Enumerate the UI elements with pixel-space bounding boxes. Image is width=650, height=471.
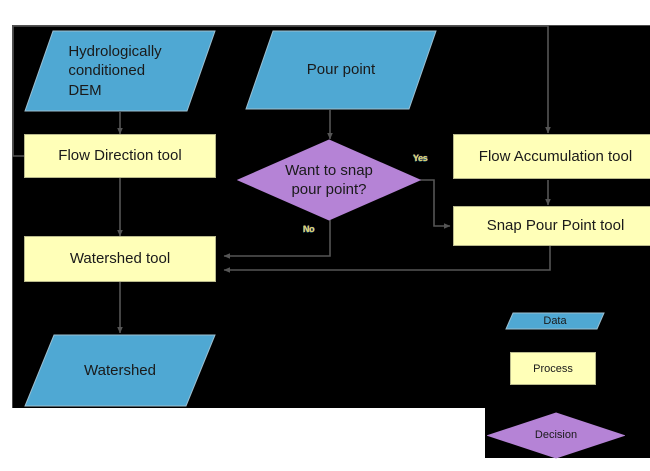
- node-label: Flow Accumulation tool: [478, 147, 633, 165]
- node-label: Watershed: [84, 361, 156, 379]
- edge-left-rail-to-flowdirection: [12, 26, 24, 157]
- legend-label-decision: Decision: [534, 429, 578, 442]
- node-flow-accumulation-tool[interactable]: Flow Accumulation tool: [453, 134, 650, 179]
- node-snap-pour-point-tool[interactable]: Snap Pour Point tool: [453, 206, 650, 246]
- legend-item-decision: Decision: [487, 412, 625, 459]
- edge-top-rail-to-flowaccumulation: [13, 25, 551, 134]
- legend-item-data: Data: [505, 312, 605, 330]
- legend-item-process: Process: [510, 352, 596, 385]
- node-flow-direction-tool[interactable]: Flow Direction tool: [24, 134, 216, 178]
- node-label: Pour point: [306, 61, 376, 79]
- node-label: Watershed tool: [69, 250, 171, 268]
- node-label: Snap Pour Point tool: [486, 217, 625, 235]
- edge-decision-yes-to-snappourpoint: [420, 179, 451, 229]
- edge-label-no: No: [303, 224, 315, 234]
- node-hydrologically-conditioned-dem[interactable]: Hydrologically conditioned DEM: [24, 30, 216, 112]
- legend-label-data: Data: [543, 315, 567, 327]
- node-label: Want to snap pour point?: [285, 161, 373, 199]
- node-want-to-snap-pour-point[interactable]: Want to snap pour point?: [237, 139, 421, 221]
- node-watershed[interactable]: Watershed: [24, 334, 216, 407]
- edge-snappourpoint-to-watershedtool: [223, 246, 551, 273]
- node-label: Flow Direction tool: [58, 147, 182, 165]
- edge-label-yes: Yes: [413, 153, 428, 163]
- legend-label-process: Process: [533, 362, 573, 375]
- node-label: Hydrologically conditioned DEM: [68, 43, 162, 99]
- edge-decision-no-to-watershedtool: [223, 220, 331, 259]
- node-watershed-tool[interactable]: Watershed tool: [24, 236, 216, 282]
- node-pour-point[interactable]: Pour point: [245, 30, 437, 110]
